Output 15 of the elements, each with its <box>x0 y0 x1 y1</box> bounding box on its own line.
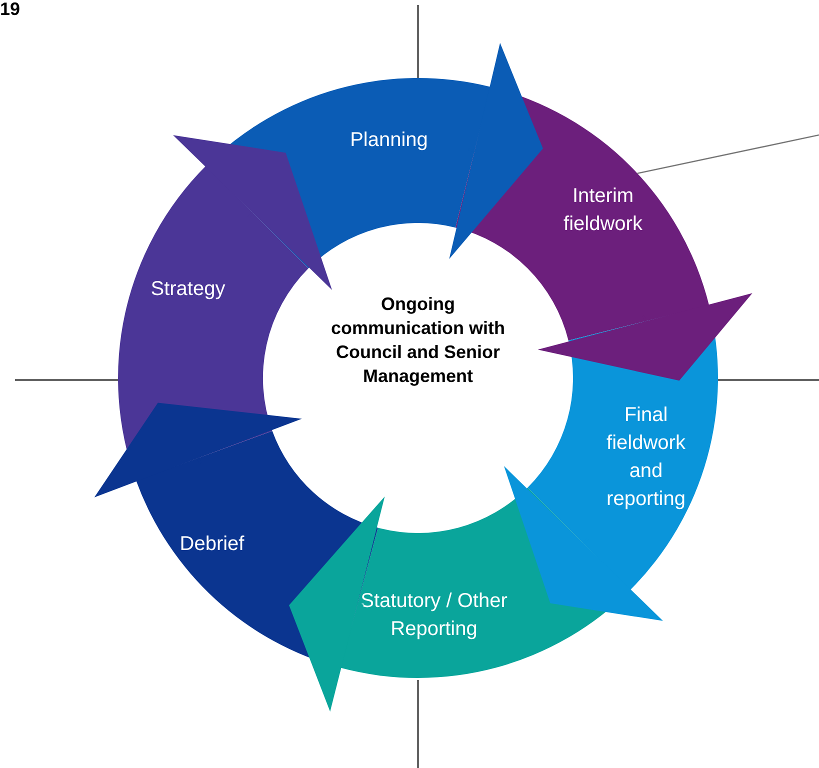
segment-label: Strategy <box>150 277 226 302</box>
arrow <box>504 466 663 621</box>
segment-label: Planning <box>349 128 429 153</box>
segment-label: Debrief <box>178 532 246 557</box>
arrow <box>538 293 752 381</box>
arrow <box>289 496 385 712</box>
arrow <box>449 42 543 259</box>
segment-label: Final fieldwork and reporting <box>606 403 686 512</box>
arrow <box>94 402 302 498</box>
arrow <box>173 135 332 290</box>
segment-label: Interim fieldwork <box>562 184 644 237</box>
leader-line <box>637 134 819 174</box>
center-text: Ongoing communication with Council and Senior Management <box>313 292 523 388</box>
segment-label: Statutory / Other Reporting <box>360 589 508 642</box>
page-number: 19 <box>0 0 20 18</box>
